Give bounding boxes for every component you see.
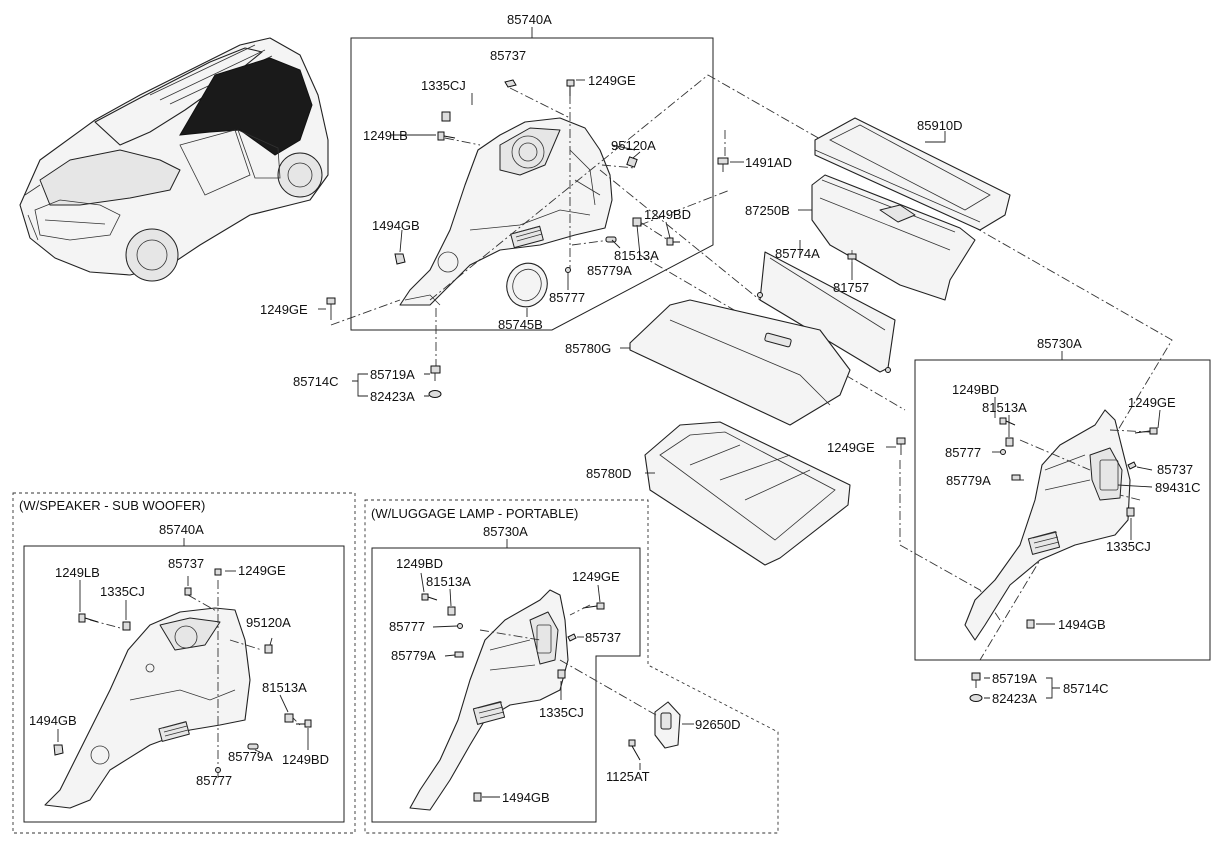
label-1249LB-sub: 1249LB (55, 565, 100, 580)
right-fastener-stack (969, 672, 1060, 702)
label-1249BD-sub: 1249BD (282, 752, 329, 767)
label-1494GB-sub: 1494GB (29, 713, 77, 728)
labels-main: 85740A 85737 1249GE 1335CJ 1249LB 95120A… (260, 12, 963, 481)
label-85740A-sub: 85740A (159, 522, 204, 537)
label-85737: 85737 (490, 48, 526, 63)
label-81513A-lamp: 81513A (426, 574, 471, 589)
label-95120A-sub: 95120A (246, 615, 291, 630)
part-85774A-net (757, 240, 896, 373)
part-1249GE-mid (886, 437, 906, 455)
label-89431C: 89431C (1155, 480, 1201, 495)
label-1335CJ-sub: 1335CJ (100, 584, 145, 599)
label-85777-right: 85777 (945, 445, 981, 460)
label-85779A-right: 85779A (946, 473, 991, 488)
label-95120A: 95120A (611, 138, 656, 153)
label-1335CJ-lamp: 1335CJ (539, 705, 584, 720)
label-85777: 85777 (549, 290, 585, 305)
label-85719A-left: 85719A (370, 367, 415, 382)
label-81513A-right: 81513A (982, 400, 1027, 415)
label-85719A-right: 85719A (992, 671, 1037, 686)
labels-luggage-lamp: (W/LUGGAGE LAMP - PORTABLE) 85730A 1249B… (371, 506, 741, 805)
label-1249LB: 1249LB (363, 128, 408, 143)
labels-subwoofer: (W/SPEAKER - SUB WOOFER) 85740A 85737 12… (19, 498, 329, 788)
label-85740A: 85740A (507, 12, 552, 27)
label-85779A-lamp: 85779A (391, 648, 436, 663)
label-1335CJ: 1335CJ (421, 78, 466, 93)
label-1249BD-lamp: 1249BD (396, 556, 443, 571)
label-85780D: 85780D (586, 466, 632, 481)
label-1125AT: 1125AT (606, 769, 650, 784)
luggage-lamp-section (364, 499, 779, 834)
label-85777-lamp: 85777 (389, 619, 425, 634)
part-85780D-tray (644, 421, 851, 566)
label-85780G: 85780G (565, 341, 611, 356)
label-85779A: 85779A (587, 263, 632, 278)
part-85910D-shelf (814, 117, 1011, 231)
label-87250B: 87250B (745, 203, 790, 218)
label-81513A: 81513A (614, 248, 659, 263)
label-1335CJ-right: 1335CJ (1106, 539, 1151, 554)
label-1249GE-left: 1249GE (260, 302, 308, 317)
label-85745B: 85745B (498, 317, 543, 332)
label-1249GE: 1249GE (588, 73, 636, 88)
label-85737-sub: 85737 (168, 556, 204, 571)
main-assembly-85740A (350, 27, 714, 331)
section-title-luggage-lamp: (W/LUGGAGE LAMP - PORTABLE) (371, 506, 578, 521)
labels-right: 85730A 1249BD 81513A 1249GE 85777 85737 … (945, 336, 1201, 706)
label-85730A-right: 85730A (1037, 336, 1082, 351)
vehicle-illustration (19, 37, 329, 282)
part-1491AD (717, 130, 744, 172)
label-1249BD: 1249BD (644, 207, 691, 222)
label-82423A-left: 82423A (370, 389, 415, 404)
label-85777-sub: 85777 (196, 773, 232, 788)
highlighted-trim-area (179, 57, 313, 156)
label-81513A-sub: 81513A (262, 680, 307, 695)
subwoofer-section (12, 492, 356, 834)
label-1249GE-lamp: 1249GE (572, 569, 620, 584)
bolt-icon (566, 79, 575, 96)
label-85737-right: 85737 (1157, 462, 1193, 477)
label-85730A-lamp: 85730A (483, 524, 528, 539)
left-fastener-stack (318, 297, 442, 398)
label-1249GE-sub: 1249GE (238, 563, 286, 578)
label-1249GE-mid: 1249GE (827, 440, 875, 455)
part-87250B-trim (798, 174, 976, 301)
part-85780G-board (620, 299, 851, 426)
label-1249GE-right: 1249GE (1128, 395, 1176, 410)
label-1494GB-right: 1494GB (1058, 617, 1106, 632)
label-85910D: 85910D (917, 118, 963, 133)
label-85774A: 85774A (775, 246, 820, 261)
section-title-subwoofer: (W/SPEAKER - SUB WOOFER) (19, 498, 205, 513)
label-92650D: 92650D (695, 717, 741, 732)
label-85714C-right: 85714C (1063, 681, 1109, 696)
label-1491AD: 1491AD (745, 155, 792, 170)
right-assembly-85730A (914, 351, 1211, 661)
label-85714C-left: 85714C (293, 374, 339, 389)
label-1494GB: 1494GB (372, 218, 420, 233)
label-1249BD-right: 1249BD (952, 382, 999, 397)
label-85779A-sub: 85779A (228, 749, 273, 764)
label-81757: 81757 (833, 280, 869, 295)
label-82423A-right: 82423A (992, 691, 1037, 706)
label-1494GB-lamp: 1494GB (502, 790, 550, 805)
label-85737-lamp: 85737 (585, 630, 621, 645)
